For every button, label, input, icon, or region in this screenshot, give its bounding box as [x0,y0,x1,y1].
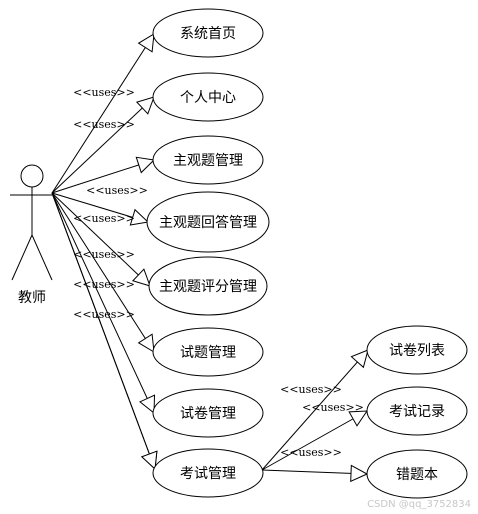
use-case-label-paper: 试卷管理 [180,406,236,422]
relation-label-exam_record: <<uses>> [302,401,364,414]
relation-label-paper_list: <<uses>> [280,383,342,396]
actor-label: 教师 [18,290,46,306]
arrowhead-paper [139,394,156,415]
arrowhead-exam_record [348,410,368,427]
use-case-personal [152,72,264,122]
use-case-label-subjective-q: 主观题管理 [173,153,243,169]
use-case-label-subjective-ans: 主观题回答管理 [159,214,257,231]
use-case-label-exam: 考试管理 [180,466,236,482]
use-case-question [152,327,264,377]
arrowhead-exam [140,450,158,471]
relation-label-subjective_q: <<uses>> [73,118,135,131]
relation-line-exam_record [261,410,368,471]
relation-label-question: <<uses>> [73,248,135,261]
use-case-home [152,8,264,58]
actor-head [20,164,44,188]
use-case-paper [152,388,264,438]
arrowhead-wrong_book [350,464,369,483]
actor-left-leg [11,234,33,281]
relation-label-wrong_book: <<uses>> [280,446,342,459]
use-case-exam-record [366,386,468,436]
relation-line-paper_list [261,349,369,471]
relation-label-subjective_ans: <<uses>> [86,184,148,197]
use-case-label-personal: 个人中心 [180,90,236,106]
use-case-wrong-book [366,449,468,499]
use-case-label-wrong-book: 错题本 [396,467,438,483]
use-case-paper-list [366,325,468,375]
actor-right-leg [31,234,53,281]
use-case-subjective-score [148,256,268,316]
relation-label-personal: <<uses>> [73,86,135,99]
use-case-label-exam-record: 考试记录 [389,404,445,420]
relation-line-exam [51,192,156,470]
relation-label-paper: <<uses>> [73,278,135,291]
use-case-label-subjective-score: 主观题评分管理 [159,279,257,295]
relation-label-subjective_score: <<uses>> [73,212,135,225]
use-case-label-question: 试题管理 [180,345,236,361]
arrowhead-subjective_ans [129,208,150,226]
relation-label-exam: <<uses>> [73,308,135,321]
arrowhead-personal [135,96,155,115]
watermark: CSDN @qq_3752834 [367,499,471,510]
relation-line-question [51,192,155,353]
arrowhead-subjective_q [135,156,156,174]
relation-line-subjective_score [51,192,151,287]
arrowhead-subjective_score [131,268,151,287]
use-case-subjective-q [152,135,264,185]
use-case-subjective-ans [146,191,270,253]
relation-line-subjective_q [51,159,155,194]
actor-teacher: 教师 [10,164,54,306]
relation-line-paper [51,192,155,414]
relation-line-home [51,33,155,194]
arrowhead-paper_list [350,349,369,369]
arrowhead-question [137,333,155,353]
use-case-exam [152,448,264,498]
relations-layer: <<uses>> <<uses>> <<uses>> <<uses>> <<uses>>… [51,33,369,483]
relation-line-personal [51,96,155,194]
relation-line-subjective_ans [51,192,149,223]
relation-line-wrong_book [261,469,368,475]
arrowhead-home [137,33,155,53]
use-case-label-paper-list: 试卷列表 [389,343,445,359]
use-case-label-home: 系统首页 [180,26,236,42]
